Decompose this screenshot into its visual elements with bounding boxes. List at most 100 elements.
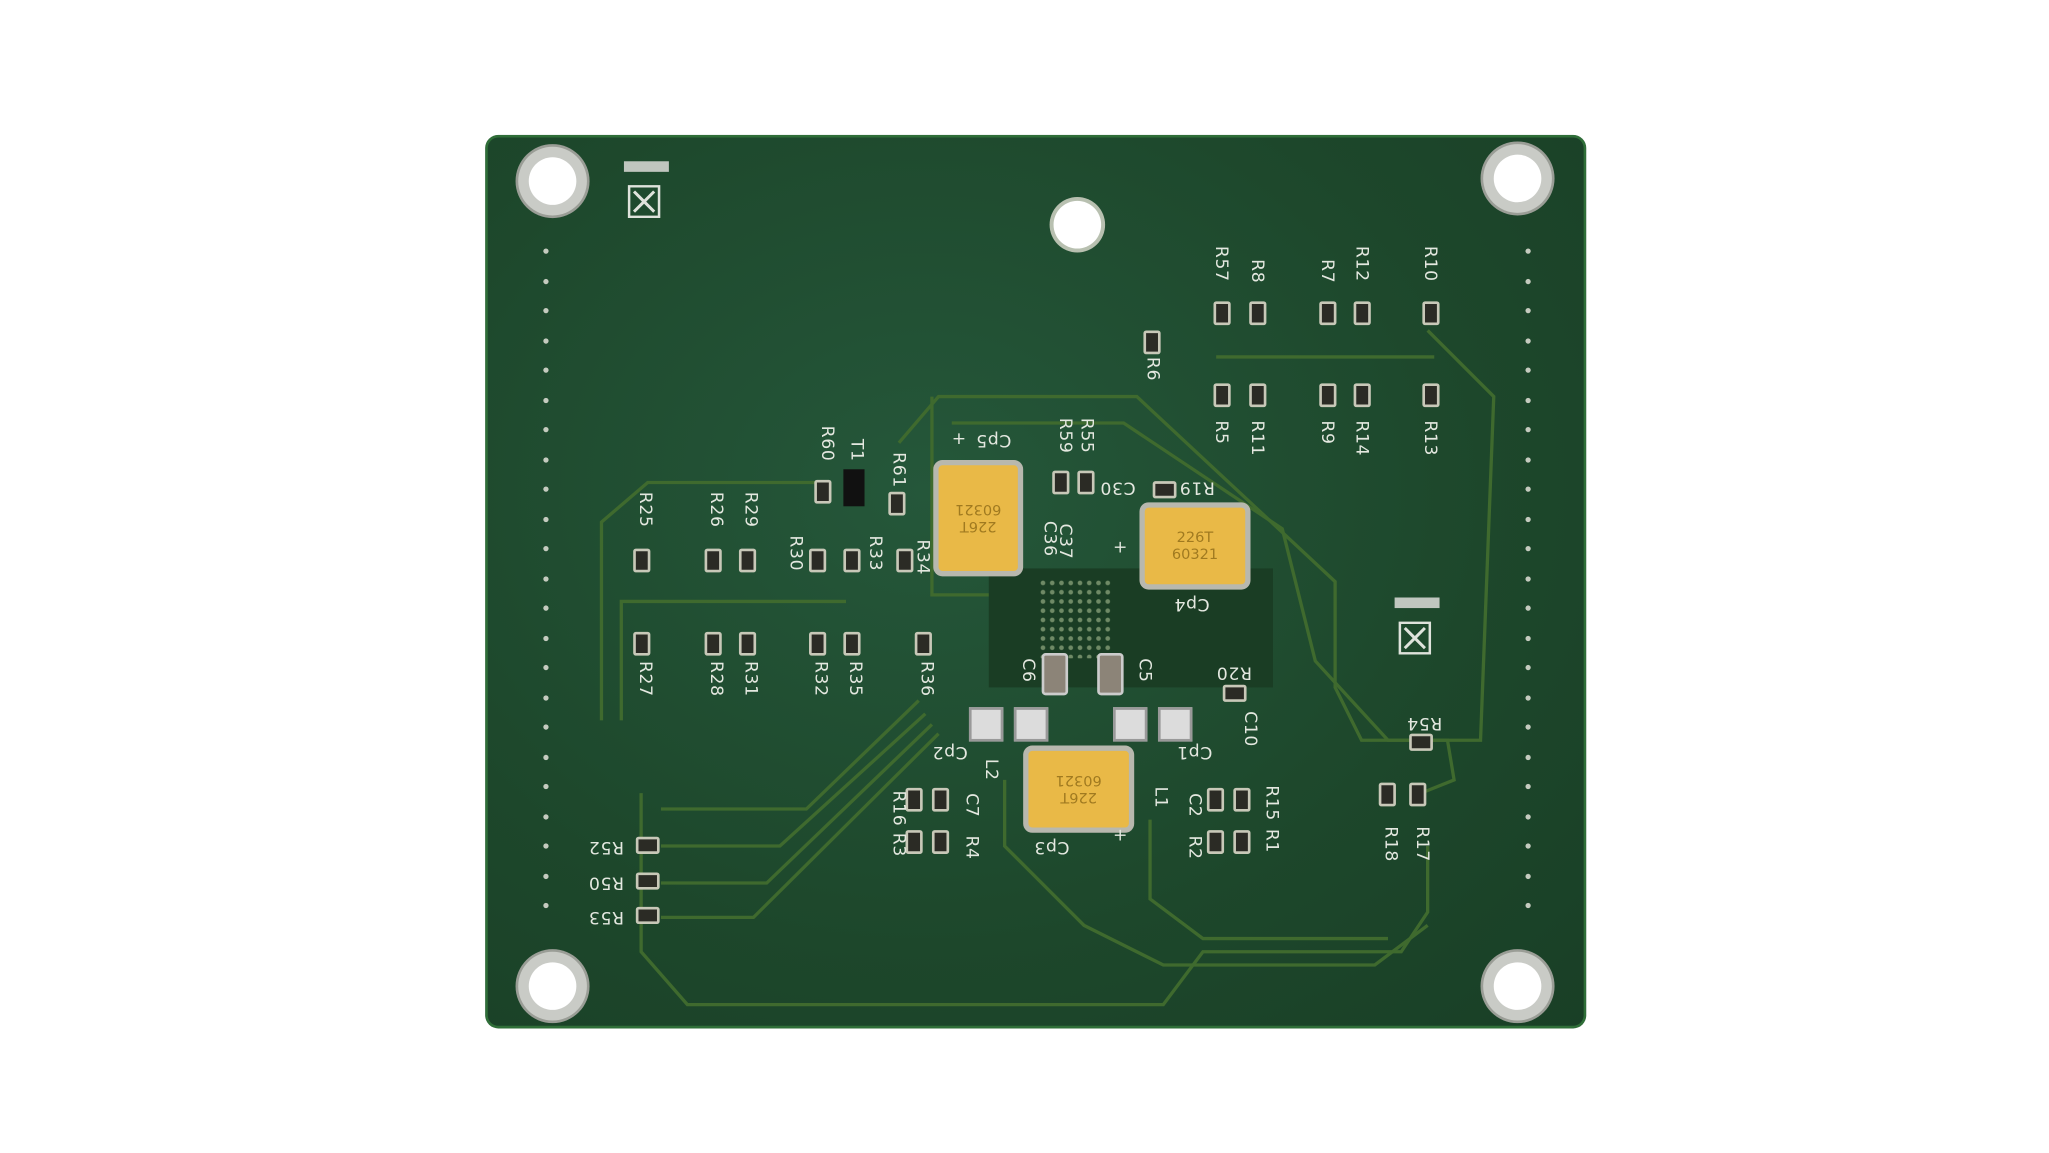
silk-label: R2 bbox=[1184, 835, 1205, 860]
via bbox=[1525, 873, 1531, 879]
via bbox=[543, 605, 549, 611]
mounting-hole bbox=[528, 157, 577, 205]
polarity-plus: + bbox=[1113, 826, 1129, 847]
solder-pad bbox=[1113, 707, 1148, 742]
silk-label: R57 bbox=[1210, 245, 1231, 282]
silk-label: R20 bbox=[1216, 662, 1252, 683]
via bbox=[543, 367, 549, 373]
resistor bbox=[635, 836, 660, 854]
via bbox=[543, 754, 549, 760]
via bbox=[543, 545, 549, 552]
silk-label: R50 bbox=[588, 872, 625, 893]
silk-label: C7 bbox=[961, 793, 981, 818]
resistor bbox=[1422, 301, 1440, 326]
via bbox=[543, 843, 549, 849]
transistor-t1 bbox=[843, 469, 865, 507]
silk-label: R18 bbox=[1380, 826, 1400, 862]
resistor bbox=[633, 631, 651, 656]
weee-bin-icon: ☒ bbox=[623, 161, 669, 230]
silk-label: R11 bbox=[1246, 420, 1267, 457]
via bbox=[543, 397, 549, 403]
via bbox=[543, 664, 549, 671]
via bbox=[1525, 843, 1531, 849]
via bbox=[543, 902, 549, 909]
silk-label: R54 bbox=[1406, 712, 1443, 733]
via bbox=[543, 724, 549, 730]
silk-label: R34 bbox=[912, 539, 932, 576]
via bbox=[543, 783, 549, 790]
silk-label: R14 bbox=[1350, 420, 1371, 457]
silk-label: R7 bbox=[1316, 259, 1337, 284]
resistor bbox=[704, 548, 722, 573]
silk-label: R60 bbox=[816, 425, 837, 462]
via bbox=[1525, 664, 1531, 671]
silk-label: C6 bbox=[1017, 658, 1038, 683]
resistor bbox=[635, 906, 660, 925]
silk-label: R15 bbox=[1261, 785, 1281, 822]
via bbox=[1525, 902, 1531, 909]
resistor bbox=[843, 631, 861, 656]
silk-label: R13 bbox=[1419, 420, 1440, 457]
silk-label: R25 bbox=[634, 491, 655, 528]
resistor bbox=[931, 787, 950, 812]
silk-label: R55 bbox=[1076, 417, 1096, 454]
solder-pad bbox=[1013, 707, 1049, 742]
polarity-plus: + bbox=[951, 429, 967, 450]
resistor bbox=[1206, 787, 1225, 812]
silk-label: C2 bbox=[1184, 793, 1205, 818]
silk-label: R31 bbox=[740, 660, 761, 697]
silk-label: Cp1 bbox=[1176, 741, 1213, 762]
solder-pad bbox=[1157, 707, 1193, 742]
silk-label: R33 bbox=[864, 535, 885, 572]
via bbox=[1525, 635, 1531, 641]
via bbox=[543, 278, 549, 284]
resistor bbox=[905, 787, 923, 812]
silk-label: C37 bbox=[1054, 523, 1075, 560]
via bbox=[543, 873, 549, 879]
mounting-hole bbox=[1493, 154, 1542, 203]
silk-label: R61 bbox=[888, 452, 909, 488]
via bbox=[1525, 367, 1531, 373]
silk-label: R19 bbox=[1179, 477, 1215, 498]
silk-label: R28 bbox=[705, 660, 726, 697]
silk-label: R8 bbox=[1246, 259, 1267, 284]
via bbox=[543, 308, 549, 314]
resistor bbox=[905, 830, 923, 854]
via bbox=[543, 635, 549, 641]
silk-label: R1 bbox=[1261, 828, 1281, 854]
silk-label: T1 bbox=[846, 438, 866, 462]
silk-label: L1 bbox=[1150, 786, 1170, 809]
via bbox=[1525, 575, 1531, 581]
thermal-via-array bbox=[1039, 578, 1114, 659]
resistor bbox=[1353, 383, 1371, 408]
resistor bbox=[1233, 830, 1251, 854]
via bbox=[1525, 308, 1531, 314]
resistor bbox=[1143, 330, 1161, 355]
silk-label: Cp3 bbox=[1033, 836, 1070, 857]
via bbox=[1525, 724, 1531, 730]
resistor bbox=[809, 548, 827, 573]
silk-label: R16 bbox=[888, 790, 909, 827]
resistor bbox=[896, 548, 914, 573]
via bbox=[1525, 486, 1531, 492]
silk-label: R12 bbox=[1350, 245, 1371, 282]
resistor bbox=[1077, 470, 1095, 495]
via bbox=[543, 516, 549, 522]
silk-label: R30 bbox=[785, 535, 806, 572]
via bbox=[1525, 545, 1531, 552]
resistor bbox=[1213, 383, 1231, 408]
resistor bbox=[1206, 830, 1225, 854]
resistor bbox=[1319, 383, 1337, 408]
resistor bbox=[1378, 782, 1396, 807]
resistor bbox=[814, 479, 832, 504]
resistor bbox=[931, 830, 950, 854]
resistor bbox=[1249, 301, 1267, 326]
capacitor-c5 bbox=[1097, 653, 1124, 696]
silk-label: R4 bbox=[961, 835, 981, 860]
via bbox=[1525, 337, 1531, 344]
via bbox=[1525, 248, 1531, 254]
